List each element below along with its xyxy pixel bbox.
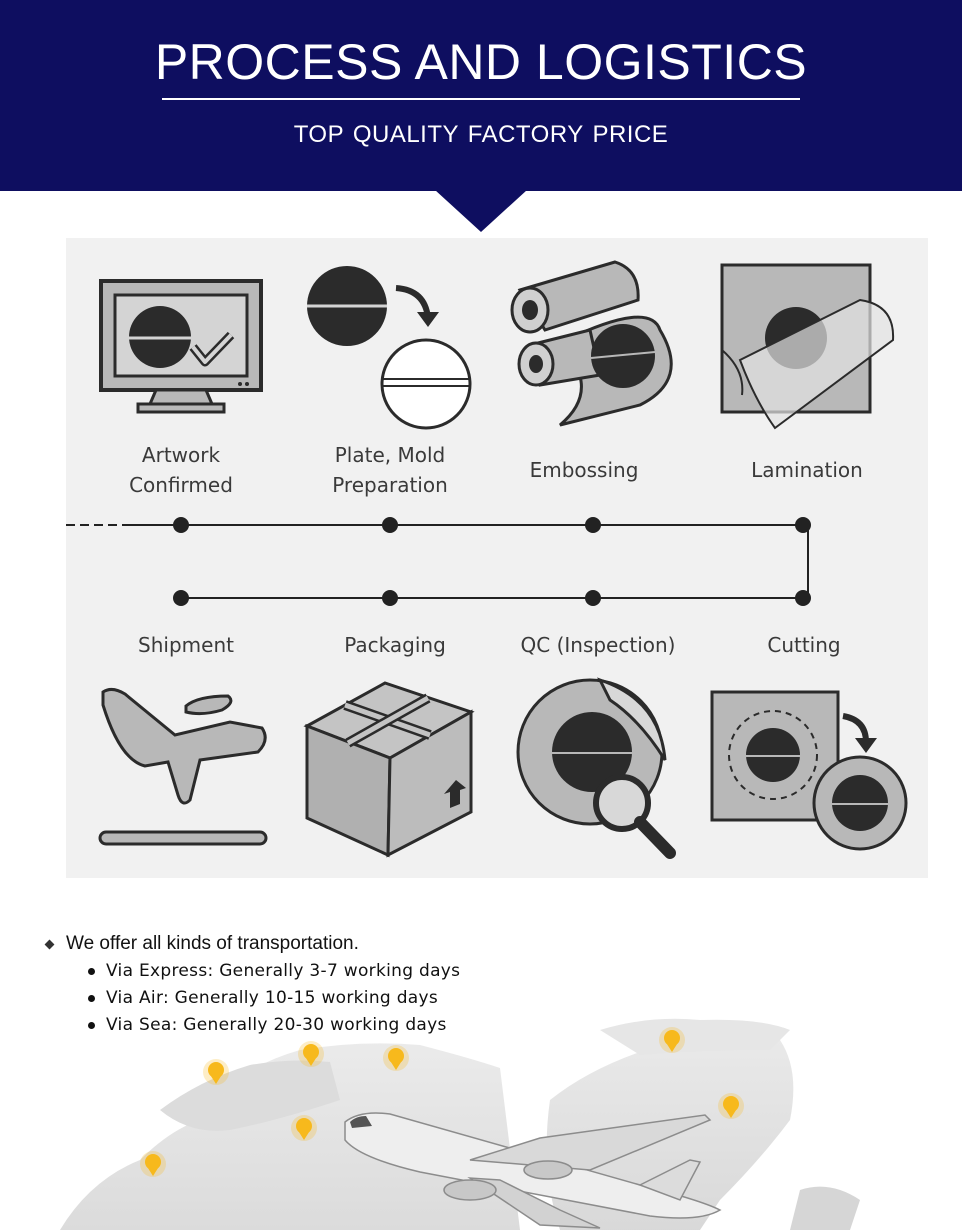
transport-mode-sea: Via Sea: Generally 20-30 working days	[88, 1012, 460, 1039]
transport-heading: We offer all kinds of transportation.	[44, 930, 460, 958]
magnifier-sticker-icon	[516, 677, 676, 859]
transport-mode-text: Via Air: Generally 10-15 working days	[106, 988, 439, 1008]
airliner-illustration	[344, 1112, 722, 1229]
process-timeline	[66, 517, 811, 606]
transport-mode-express: Via Express: Generally 3-7 working days	[88, 958, 460, 985]
transport-info: We offer all kinds of transportation. Vi…	[44, 930, 460, 1039]
lamination-sheet-icon	[720, 263, 895, 430]
transport-heading-text: We offer all kinds of transportation.	[66, 933, 359, 954]
transport-mode-air: Via Air: Generally 10-15 working days	[88, 985, 460, 1012]
world-map-illustration	[60, 1018, 860, 1230]
step-label-plate-mold-preparation: Plate, Mold Preparation	[332, 443, 448, 497]
bullet-dot-icon	[88, 1022, 95, 1029]
step-label-embossing: Embossing	[529, 458, 639, 482]
step-label-qc-inspection: QC (Inspection)	[520, 633, 676, 657]
bullet-dot-icon	[88, 995, 95, 1002]
monitor-check-icon	[99, 279, 263, 414]
page-subtitle: TOP QUALITY FACTORY PRICE	[293, 121, 669, 148]
cutting-die-icon	[710, 690, 908, 851]
transport-mode-list: Via Express: Generally 3-7 working days …	[44, 958, 460, 1039]
transport-mode-text: Via Express: Generally 3-7 working days	[106, 961, 461, 981]
step-label-artwork-confirmed: Artwork Confirmed	[129, 443, 233, 497]
transport-mode-text: Via Sea: Generally 20-30 working days	[106, 1015, 447, 1035]
plate-mold-icon	[307, 266, 472, 430]
bullet-dot-icon	[88, 968, 95, 975]
embossing-rollers-icon	[510, 260, 673, 427]
step-label-lamination: Lamination	[751, 458, 863, 482]
step-label-shipment: Shipment	[138, 633, 234, 657]
page-title: PROCESS AND LOGISTICS	[154, 34, 808, 90]
location-pin-icon	[140, 1027, 744, 1177]
step-label-packaging: Packaging	[344, 633, 446, 657]
header-banner: PROCESS AND LOGISTICS TOP QUALITY FACTOR…	[0, 0, 962, 191]
banner-pointer	[435, 190, 527, 232]
title-divider	[162, 98, 800, 100]
airplane-icon	[98, 687, 268, 846]
diamond-bullet-icon	[44, 939, 55, 949]
box-icon	[303, 681, 475, 858]
step-label-cutting: Cutting	[767, 633, 841, 657]
